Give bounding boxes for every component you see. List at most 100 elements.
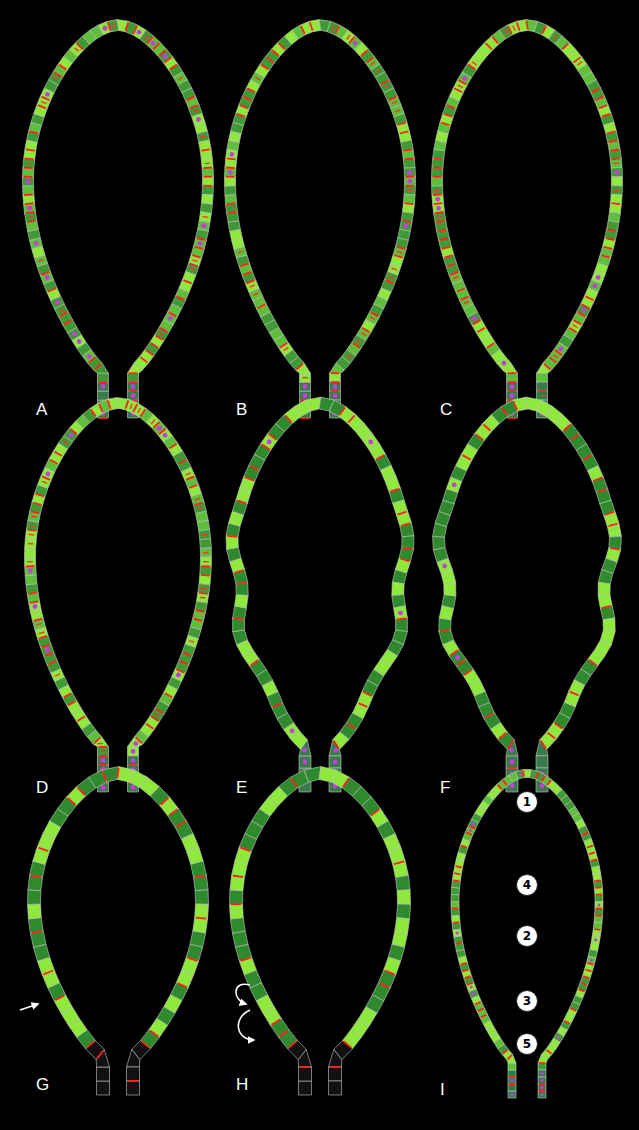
purple-dot (472, 823, 475, 826)
purple-dot (198, 241, 203, 246)
purple-dot (333, 748, 338, 753)
red-mark (456, 943, 462, 944)
red-mark (507, 767, 517, 769)
red-mark (165, 57, 172, 62)
purple-dot (46, 472, 51, 477)
red-mark (240, 848, 250, 852)
red-mark (585, 970, 591, 972)
purple-dot (540, 784, 545, 789)
cell (225, 158, 237, 168)
purple-dot (34, 241, 39, 246)
cell (199, 575, 211, 585)
cell (588, 852, 598, 861)
cell (451, 902, 459, 909)
red-mark (161, 798, 169, 805)
purple-dot (590, 959, 593, 962)
red-mark (607, 131, 616, 133)
red-mark (87, 1041, 95, 1048)
purple-dot (510, 784, 515, 789)
red-mark (508, 390, 517, 392)
red-mark (302, 377, 308, 378)
purple-dot (353, 41, 358, 46)
cell (28, 875, 43, 890)
red-mark (31, 516, 37, 517)
cell (23, 194, 35, 204)
red-mark (195, 499, 200, 501)
purple-dot (163, 54, 168, 59)
cell (232, 500, 247, 515)
cell (458, 845, 468, 854)
red-mark (108, 400, 111, 408)
cell-wall (23, 20, 214, 418)
cell (28, 918, 43, 934)
red-mark (201, 588, 207, 590)
purple-dot (77, 339, 82, 344)
red-mark (99, 381, 108, 383)
red-mark (555, 350, 562, 355)
red-mark (26, 149, 35, 150)
red-mark (605, 512, 614, 515)
red-mark (59, 65, 66, 70)
cell (600, 606, 614, 620)
red-mark (578, 62, 582, 65)
red-mark (177, 296, 185, 300)
cell (329, 1081, 342, 1095)
red-mark (178, 460, 186, 464)
cell (392, 582, 404, 595)
cell (200, 539, 212, 549)
red-mark (41, 102, 46, 104)
cell (304, 767, 321, 783)
red-mark (99, 404, 103, 412)
red-marks (440, 401, 620, 788)
red-mark (587, 846, 593, 848)
red-mark (330, 1066, 340, 1068)
red-mark (245, 477, 254, 481)
cell (538, 1054, 547, 1063)
red-mark (204, 176, 213, 178)
red-mark (606, 238, 615, 240)
red-mark (170, 65, 177, 70)
cell (199, 529, 211, 539)
red-mark (280, 1031, 289, 1037)
red-mark (99, 417, 108, 419)
cell (201, 158, 213, 168)
callout-number: 3 (523, 994, 531, 1008)
red-mark (513, 26, 515, 31)
cell (98, 747, 109, 756)
red-mark (146, 724, 153, 729)
cell (329, 740, 341, 756)
red-mark (509, 1083, 515, 1085)
red-mark (398, 512, 407, 515)
cell (23, 177, 34, 186)
red-mark (384, 85, 389, 88)
cell (392, 570, 406, 584)
red-mark (332, 26, 334, 31)
cell (25, 557, 36, 566)
purple-dot (27, 206, 32, 211)
purple-dot (303, 393, 308, 398)
cell (193, 610, 206, 621)
cell (236, 582, 248, 595)
red-mark (609, 524, 618, 527)
red-mark (398, 123, 407, 126)
red-mark (54, 452, 62, 456)
cell (97, 1081, 110, 1095)
red-mark (68, 798, 76, 805)
cell (29, 601, 42, 612)
cell (508, 1091, 516, 1098)
cell (25, 212, 37, 223)
red-mark (435, 212, 444, 213)
purple-dot (101, 384, 106, 389)
red-mark (602, 114, 610, 117)
red-mark (331, 381, 340, 383)
cell (604, 122, 617, 134)
cell (25, 539, 37, 549)
purple-dot (229, 152, 234, 157)
cell (595, 909, 603, 916)
purple-dot (26, 179, 31, 184)
purple-dot (581, 308, 586, 313)
cell (28, 904, 42, 919)
red-mark (237, 582, 247, 584)
red-mark (75, 48, 79, 52)
red-mark (381, 80, 389, 84)
